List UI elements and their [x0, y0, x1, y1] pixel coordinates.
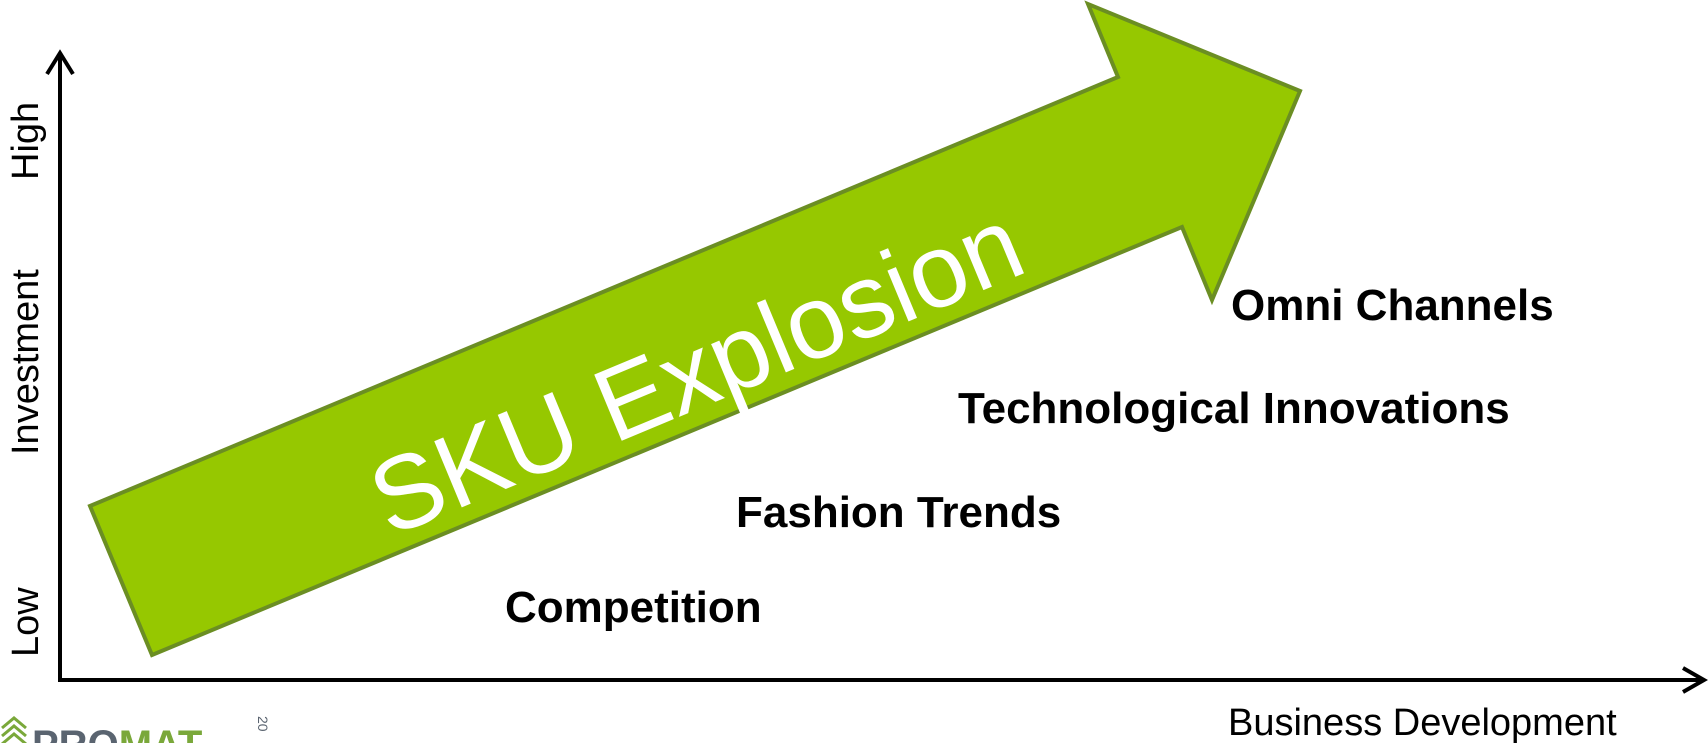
x-axis-arrowhead: [1682, 666, 1708, 694]
promat-logo-text-pro: PRO: [32, 723, 119, 743]
y-axis-low-label: Low: [5, 587, 47, 657]
driver-technological-innovations: Technological Innovations: [958, 384, 1510, 433]
driver-omni-channels: Omni Channels: [1231, 281, 1554, 330]
promat-logo-mark-icon: [1, 716, 27, 743]
promat-logo: PROMAT 20: [1, 716, 271, 743]
y-axis-title: Investment: [5, 269, 47, 455]
y-axis-arrowhead: [45, 49, 75, 76]
svg-text:PROMAT: PROMAT: [32, 723, 202, 743]
x-axis-title: Business Development: [1228, 702, 1617, 743]
y-axis-high-label: High: [5, 102, 47, 180]
driver-fashion-trends: Fashion Trends: [736, 488, 1061, 537]
axes: [45, 49, 1708, 694]
promat-logo-text-mat: MAT: [119, 723, 203, 743]
promat-logo-year: 20: [255, 716, 271, 732]
sku-explosion-arrow: [87, 0, 1303, 658]
driver-competition: Competition: [505, 583, 762, 632]
